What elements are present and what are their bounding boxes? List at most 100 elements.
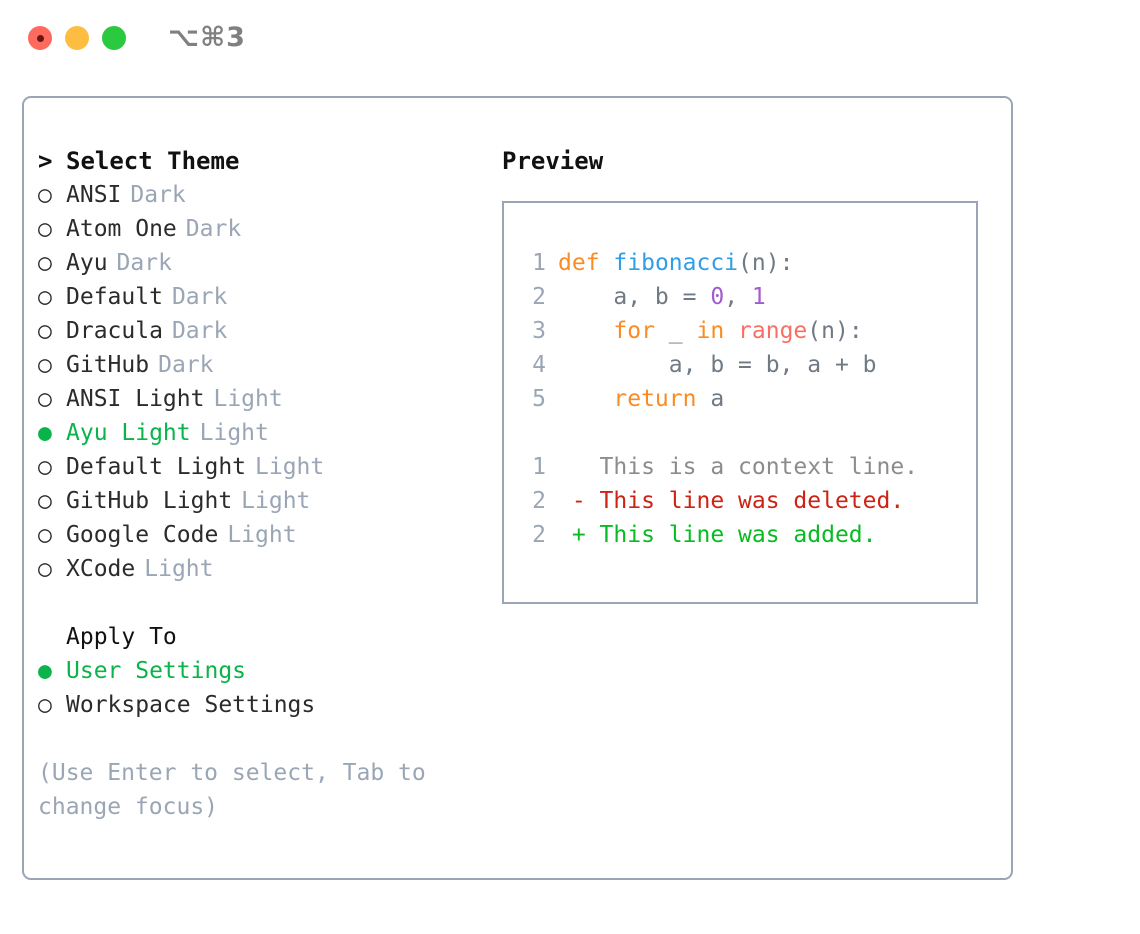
code-line: 2 a, b = 0, 1	[520, 280, 918, 314]
radio-unselected-icon[interactable]: ○	[38, 556, 52, 582]
theme-name: Ayu	[66, 250, 108, 276]
radio-unselected-icon[interactable]: ○	[38, 488, 52, 514]
theme-name: ANSI	[66, 182, 122, 208]
code-token: This is a context line.	[558, 454, 919, 480]
code-token: 1	[751, 284, 766, 310]
code-token: (n):	[807, 318, 863, 344]
theme-variant-badge: Light	[227, 522, 297, 548]
theme-name: Ayu Light	[66, 420, 191, 446]
radio-unselected-icon[interactable]: ○	[38, 250, 52, 276]
code-token: return	[613, 386, 697, 412]
select-theme-label: Select Theme	[66, 147, 240, 175]
title-bar: ⌥⌘3	[0, 0, 1140, 78]
theme-name: Default	[66, 284, 163, 310]
code-token: (n):	[738, 250, 794, 276]
line-number: 2	[532, 522, 546, 548]
theme-name: Dracula	[66, 318, 163, 344]
line-number: 3	[532, 318, 546, 344]
code-token: fibonacci	[613, 250, 739, 276]
preview-title: Preview	[502, 147, 604, 175]
radio-unselected-icon[interactable]: ○	[38, 318, 52, 344]
keyboard-hint: (Use Enter to select, Tab to change focu…	[38, 760, 426, 820]
radio-unselected-icon[interactable]: ○	[38, 182, 52, 208]
code-token: in	[696, 318, 725, 344]
radio-unselected-icon[interactable]: ○	[38, 692, 52, 718]
theme-variant-badge: Dark	[158, 352, 214, 378]
code-line	[520, 416, 918, 450]
theme-list-item[interactable]: ● Ayu Light Light	[38, 416, 478, 450]
list-spacer	[38, 586, 478, 620]
radio-selected-icon[interactable]: ●	[38, 658, 52, 684]
theme-list-item[interactable]: ○ GitHub Dark	[38, 348, 478, 382]
code-token: range	[738, 318, 808, 344]
code-token: _	[654, 318, 697, 344]
radio-selected-icon[interactable]: ●	[38, 420, 52, 446]
code-token: a	[696, 386, 725, 412]
radio-unselected-icon[interactable]: ○	[38, 522, 52, 548]
apply-to-option[interactable]: ○ Workspace Settings	[38, 688, 478, 722]
code-line: 5 return a	[520, 382, 918, 416]
line-number: 1	[532, 454, 546, 480]
select-theme-header: >Select Theme	[38, 144, 478, 178]
code-token	[558, 318, 613, 344]
theme-variant-badge: Light	[199, 420, 269, 446]
theme-list-item[interactable]: ○ Default Dark	[38, 280, 478, 314]
code-token: for	[613, 318, 655, 344]
radio-unselected-icon[interactable]: ○	[38, 284, 52, 310]
theme-variant-badge: Dark	[171, 284, 228, 310]
theme-variant-badge: Light	[241, 488, 311, 514]
theme-variant-badge: Dark	[116, 250, 172, 276]
theme-variant-badge: Light	[213, 386, 283, 412]
code-line: 2 + This line was added.	[520, 518, 918, 552]
theme-variant-badge: Dark	[130, 182, 186, 208]
apply-to-header: Apply To	[66, 624, 177, 650]
close-window-button[interactable]	[28, 26, 52, 50]
theme-list-item[interactable]: ○ Ayu Dark	[38, 246, 478, 280]
theme-variant-badge: Light	[255, 454, 325, 480]
code-token: a, b = b, a + b	[558, 352, 877, 378]
radio-unselected-icon[interactable]: ○	[38, 454, 52, 480]
code-token: + This line was added.	[558, 522, 877, 548]
theme-name: ANSI Light	[66, 386, 205, 412]
code-token: def	[558, 250, 600, 276]
code-line: 4 a, b = b, a + b	[520, 348, 918, 382]
apply-to-option-label: User Settings	[66, 658, 247, 684]
theme-name: GitHub Light	[66, 488, 233, 514]
window-controls	[28, 26, 126, 50]
line-number: 2	[532, 284, 546, 310]
apply-to-list: ● User Settings ○ Workspace Settings	[38, 654, 478, 722]
line-number: 1	[532, 250, 546, 276]
maximize-window-button[interactable]	[102, 26, 126, 50]
code-line: 1 This is a context line.	[520, 450, 918, 484]
radio-unselected-icon[interactable]: ○	[38, 352, 52, 378]
code-line: 1 def fibonacci(n):	[520, 246, 918, 280]
line-number: 5	[532, 386, 546, 412]
theme-name: Atom One	[66, 216, 177, 242]
minimize-window-button[interactable]	[65, 26, 89, 50]
code-token: - This line was deleted.	[558, 488, 905, 514]
apply-to-option[interactable]: ● User Settings	[38, 654, 478, 688]
line-number: 2	[532, 488, 546, 514]
theme-name: GitHub	[66, 352, 150, 378]
code-token	[558, 386, 613, 412]
theme-list-item[interactable]: ○ ANSI Dark	[38, 178, 478, 212]
radio-unselected-icon[interactable]: ○	[38, 386, 52, 412]
code-token: 0	[710, 284, 725, 310]
theme-list-item[interactable]: ○ ANSI Light Light	[38, 382, 478, 416]
apply-to-option-label: Workspace Settings	[66, 692, 316, 718]
theme-list-item[interactable]: ○ GitHub Light Light	[38, 484, 478, 518]
code-line: 2 - This line was deleted.	[520, 484, 918, 518]
radio-unselected-icon[interactable]: ○	[38, 216, 52, 242]
code-token	[600, 250, 614, 276]
